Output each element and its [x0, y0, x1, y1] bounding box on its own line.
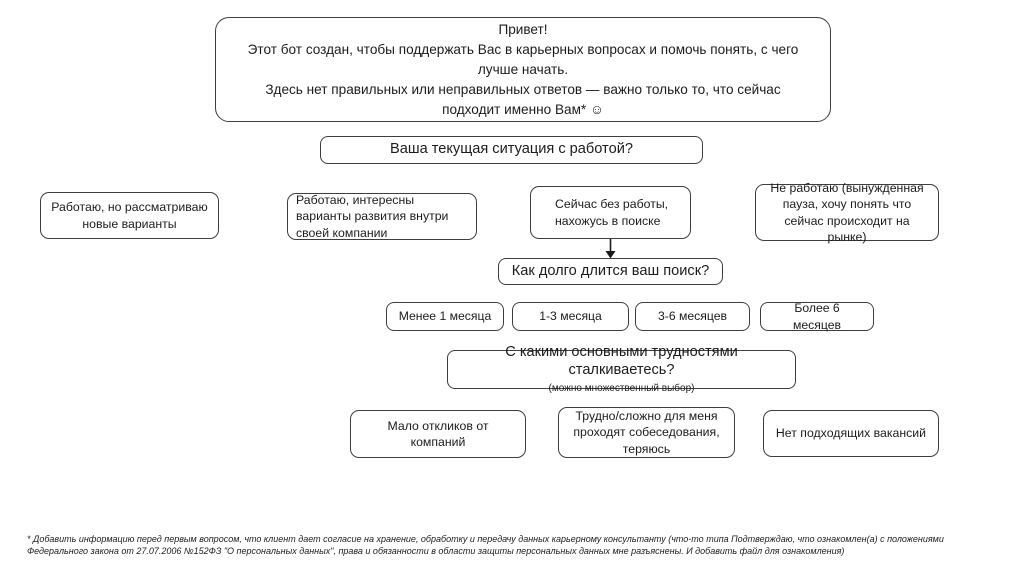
option-label: Работаю, интересны варианты развития вну… [296, 193, 449, 240]
option-label: Работаю, но рассматриваю новые варианты [51, 200, 208, 231]
intro-body-line2: Здесь нет правильных или неправильных от… [265, 81, 781, 117]
question-label: С какими основными трудностями сталкивае… [505, 344, 738, 378]
option-working-considering-new: Работаю, но рассматриваю новые варианты [40, 192, 219, 239]
option-more-6-months: Более 6 месяцев [760, 301, 874, 332]
option-few-responses: Мало откликов от компаний [350, 410, 526, 458]
arrow-down-icon [605, 239, 616, 259]
option-less-1-month: Менее 1 месяца [386, 302, 504, 331]
question-current-situation: Ваша текущая ситуация с работой? [320, 136, 703, 164]
option-not-working-pause: Не работаю (вынужденная пауза, хочу поня… [755, 181, 939, 244]
intro-body-line1: Этот бот создан, чтобы поддержать Вас в … [247, 41, 799, 77]
option-working-internal-growth: Работаю, интересны варианты развития вну… [287, 193, 477, 240]
option-label: Мало откликов от компаний [387, 418, 489, 449]
option-hard-interviews: Трудно/сложно для меня проходят собеседо… [558, 407, 735, 458]
option-3-6-months: 3-6 месяцев [635, 302, 750, 331]
footnote: * Добавить информацию перед первым вопро… [27, 534, 944, 556]
question-main-difficulties: С какими основными трудностями сталкивае… [447, 344, 796, 394]
option-label: Трудно/сложно для меня проходят собеседо… [573, 409, 720, 456]
option-label: Нет подходящих вакансий [775, 426, 927, 441]
option-no-suitable-vacancies: Нет подходящих вакансий [763, 410, 939, 457]
question-sublabel: (можно множественный выбор) [548, 383, 695, 394]
intro-greeting: Привет! [498, 21, 548, 37]
option-without-job-searching: Сейчас без работы, нахожусь в поиске [530, 186, 691, 239]
option-label: Не работаю (вынужденная пауза, хочу поня… [770, 181, 924, 244]
option-1-3-months: 1-3 месяца [512, 302, 629, 331]
option-label: Сейчас без работы, нахожусь в поиске [555, 197, 669, 228]
intro-message-box: Привет! Этот бот создан, чтобы поддержат… [215, 17, 831, 122]
question-search-duration: Как долго длится ваш поиск? [498, 258, 723, 285]
